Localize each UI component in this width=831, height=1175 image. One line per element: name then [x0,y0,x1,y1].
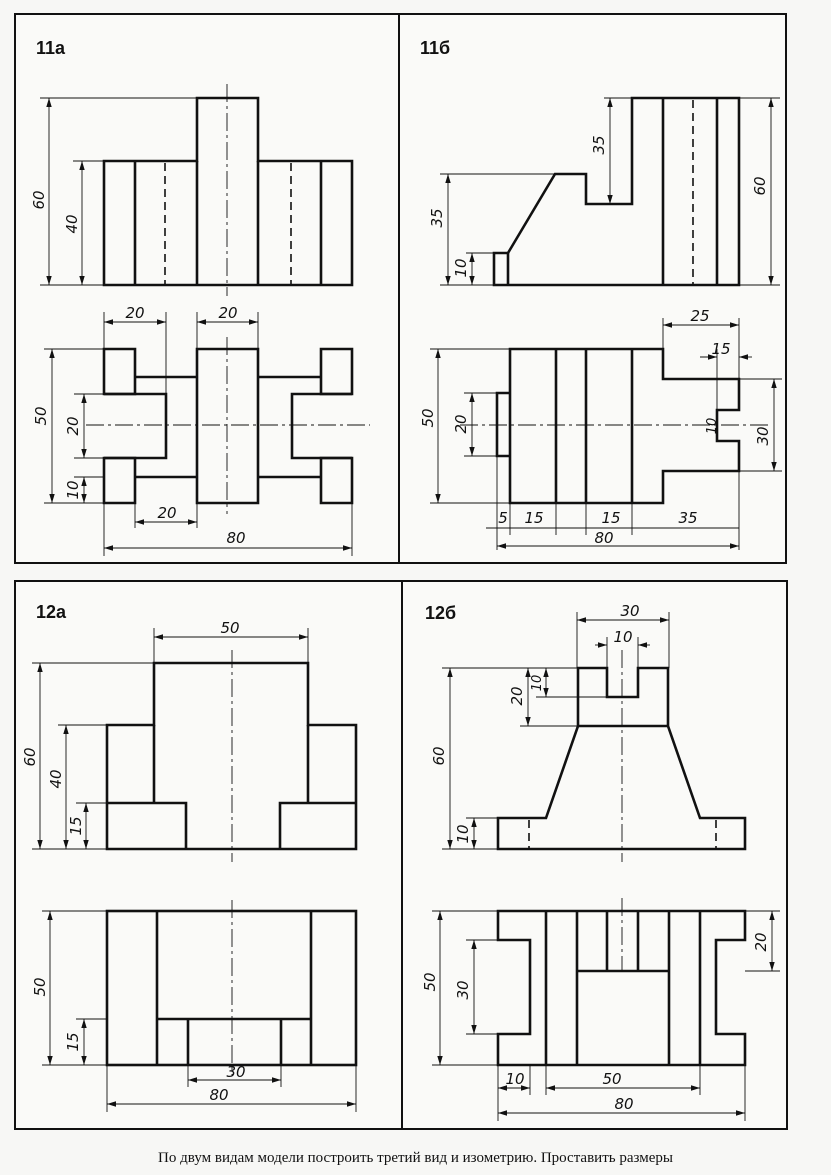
dim-11a-h50: 50 [32,406,50,425]
dim-12a-w80: 80 [209,1086,228,1104]
dim-12a-h15b: 15 [64,1032,82,1051]
dim-12b-h10: 10 [530,675,545,692]
dim-12a-w30: 30 [226,1063,245,1081]
dim-11b-h20: 20 [452,414,470,433]
drawing-12a: 50 60 40 15 50 15 30 80 [21,619,358,1112]
dim-12b-h30: 30 [454,980,472,999]
dim-11b-h10: 10 [452,258,470,277]
dim-11a-w20b: 20 [218,304,237,322]
dim-11a-h20: 20 [64,416,82,435]
dim-11a-w20a: 20 [125,304,144,322]
drawing-11a: 60 40 20 20 50 20 10 20 80 [30,84,370,556]
dim-12b-h20b: 20 [752,932,770,951]
instruction-caption: По двум видам модели построить третий ви… [158,1150,673,1166]
panel-title-12b: 12б [425,603,457,623]
dim-11b-w80: 80 [594,529,613,547]
panel-11a [14,13,400,564]
dim-12b-w10b: 10 [505,1070,524,1088]
dim-12a-w50: 50 [220,619,239,637]
dim-11b-w5: 5 [498,509,508,527]
dim-11a-w20c: 20 [157,504,176,522]
dim-11b-h30: 30 [754,426,772,445]
dim-12b-h60: 60 [430,746,448,765]
top-view-outline [102,347,354,505]
dim-12a-h50: 50 [31,977,49,996]
dim-11b-w15b: 15 [524,509,543,527]
dim-12a-h40: 40 [47,769,65,788]
dim-12b-w50: 50 [602,1070,621,1088]
dim-12a-h15: 15 [67,816,85,835]
front-view-outline [105,661,358,851]
panel-title-11a: 11а [36,38,66,58]
front-view-outline [492,96,741,287]
dim-12b-h10b: 10 [454,824,472,843]
dim-11b-h35b: 35 [590,135,608,154]
dim-11b-w15a: 15 [711,340,730,358]
panel-12a [14,580,403,1130]
dim-11a-w80: 80 [226,529,245,547]
dim-11a-h10: 10 [64,480,82,499]
dim-11b-h60: 60 [751,176,769,195]
panel-12b [401,580,788,1130]
dim-12a-h60: 60 [21,747,39,766]
dim-12b-w80: 80 [614,1095,633,1113]
dim-12b-w10: 10 [613,628,632,646]
dim-11b-h10b: 10 [705,418,720,435]
drawing-12b: 30 10 60 20 10 10 20 50 30 10 [421,602,780,1121]
panel-title-12a: 12а [36,602,67,622]
dim-11b-w35: 35 [678,509,697,527]
dim-11b-h50: 50 [419,408,437,427]
dim-12b-w30: 30 [620,602,639,620]
dim-11b-w15c: 15 [601,509,620,527]
dim-12b-h50: 50 [421,972,439,991]
top-view-outline [105,909,358,1067]
drawing-11b: 35 10 35 60 25 15 50 20 30 10 [419,96,782,550]
dim-11a-h60: 60 [30,190,48,209]
dim-11b-h35a: 35 [428,208,446,227]
panel-title-11b: 11б [420,38,451,58]
front-view-outline [102,96,354,287]
dim-11b-w25: 25 [690,307,709,325]
top-view-outline [496,909,747,1067]
dim-12b-h20: 20 [508,686,526,705]
front-view-outline [496,666,747,851]
dim-11a-h40: 40 [63,214,81,233]
